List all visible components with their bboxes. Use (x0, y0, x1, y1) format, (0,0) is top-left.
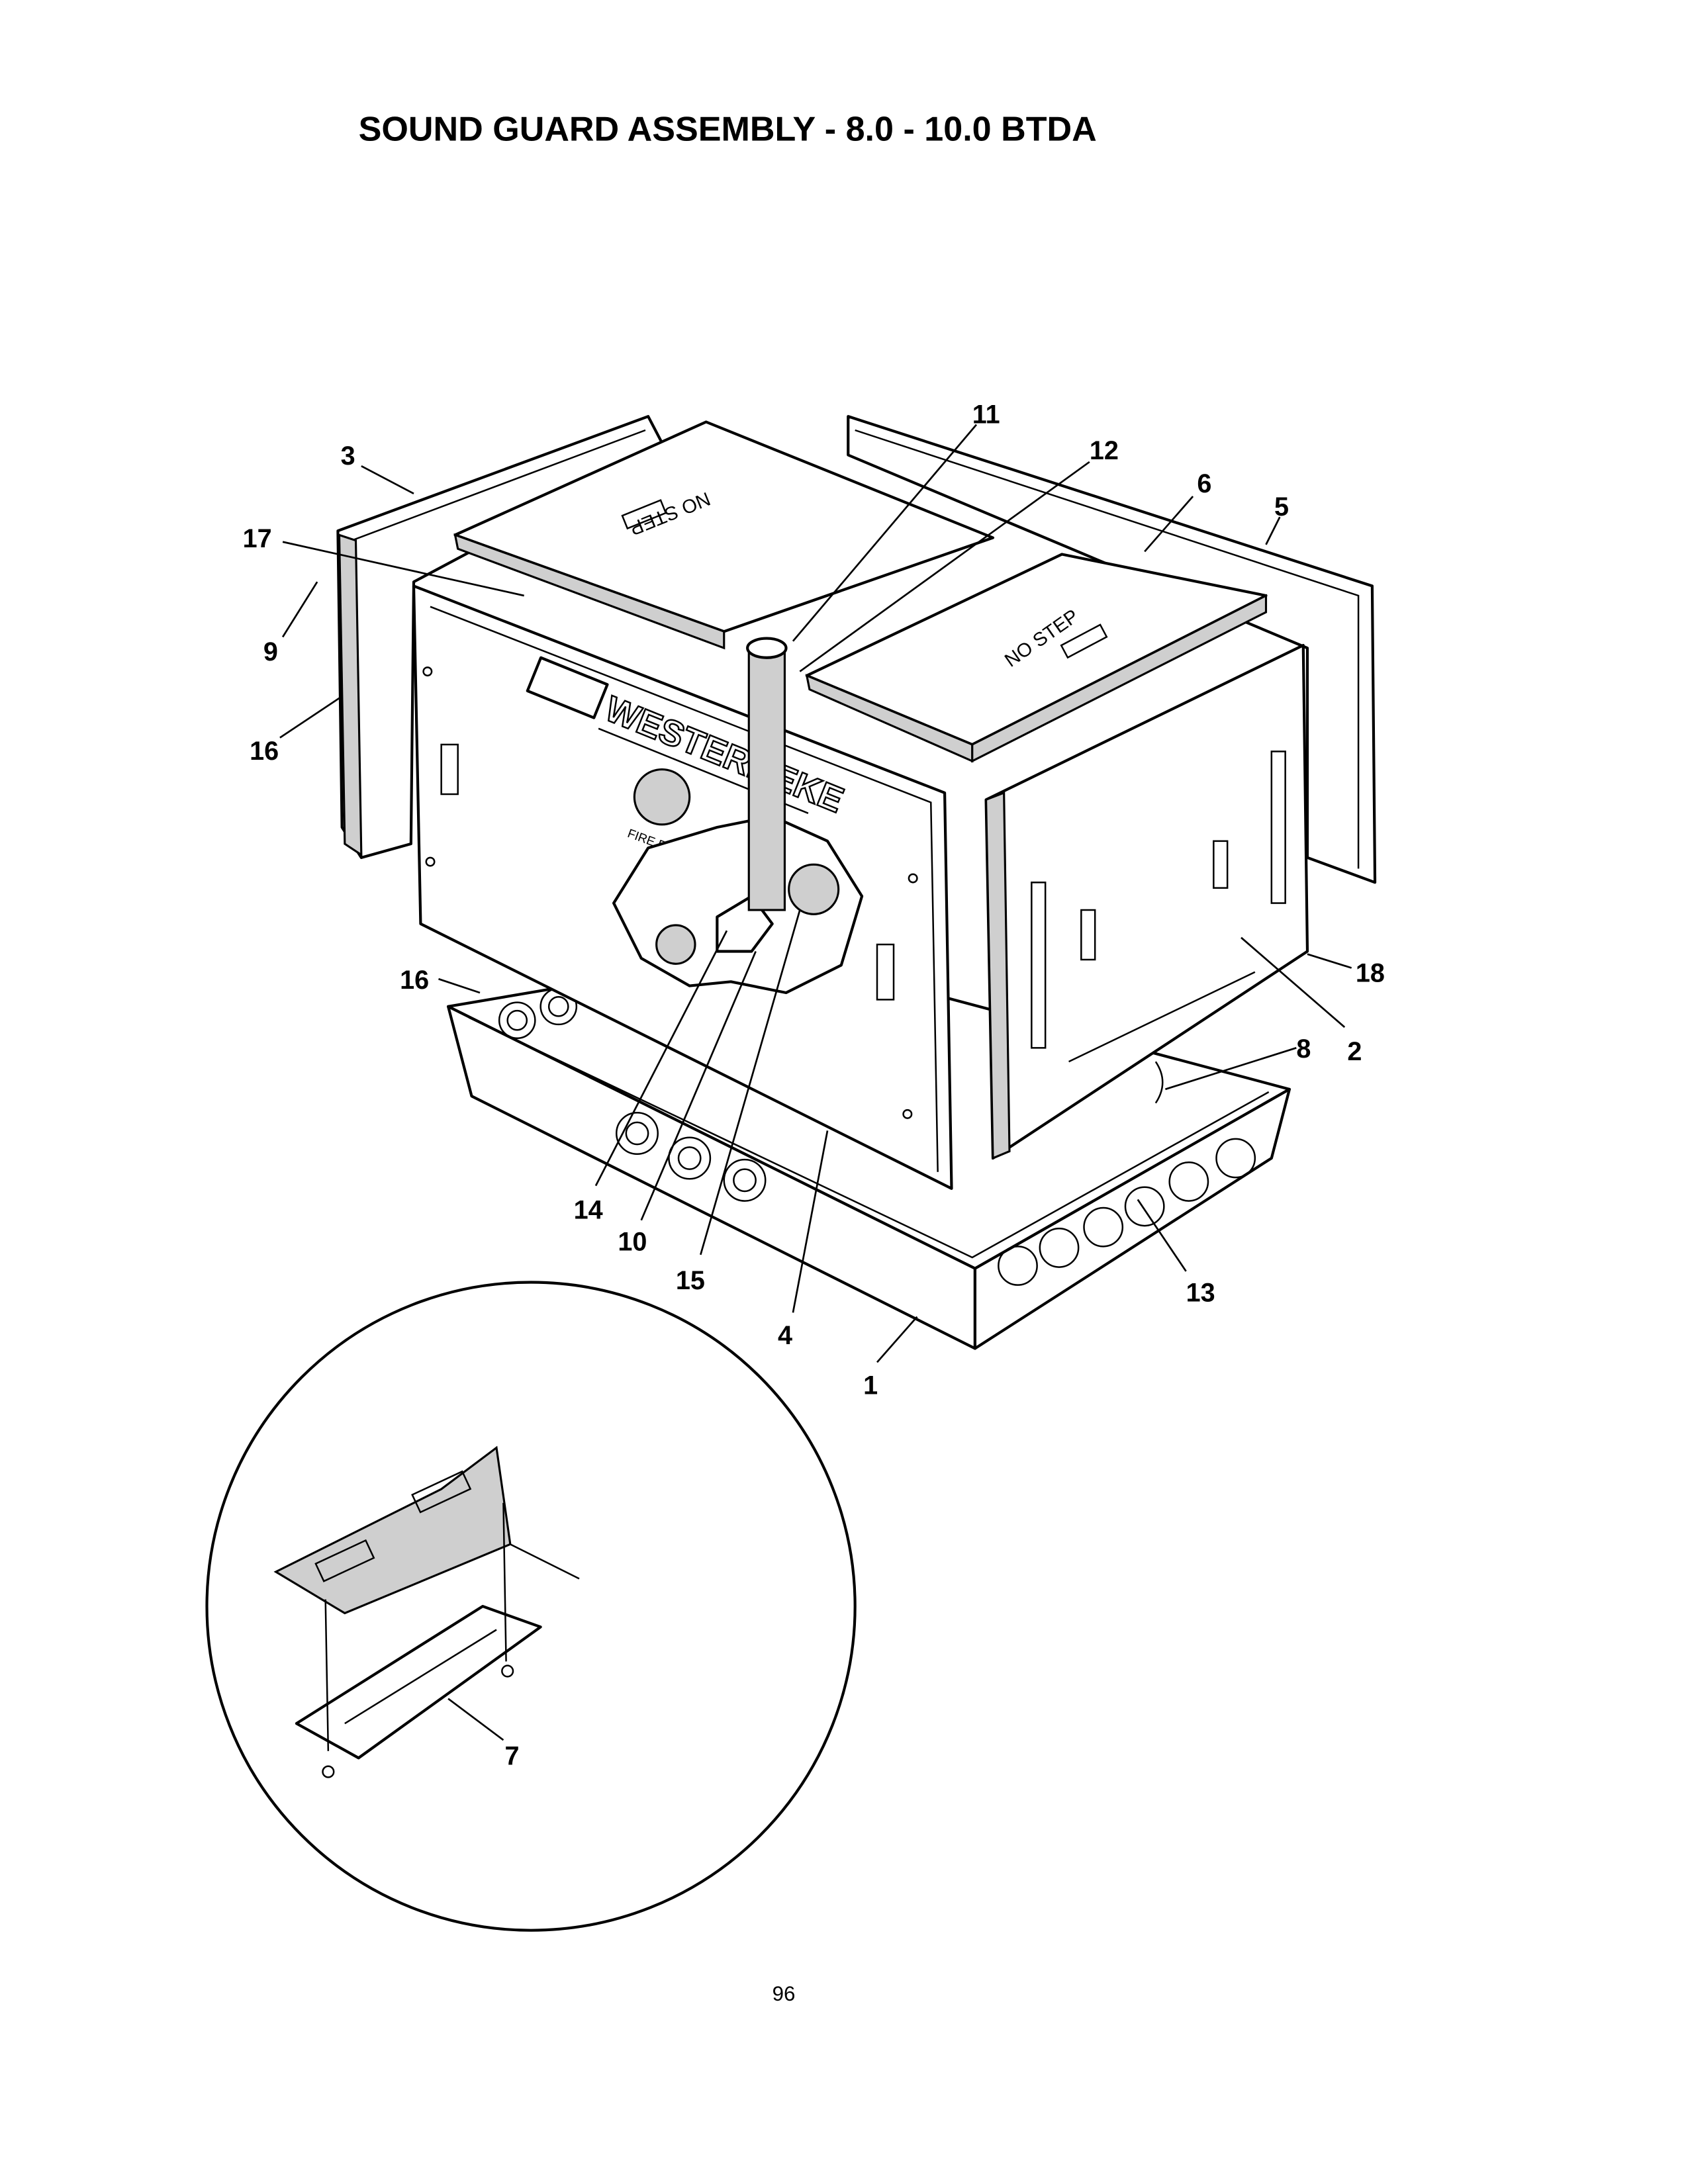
inset-detail-circle (205, 1281, 857, 1932)
page-number: 96 (773, 1982, 796, 2005)
callout-3: 3 (341, 441, 355, 471)
page-title: SOUND GUARD ASSEMBLY - 8.0 - 10.0 BTDA (359, 111, 1097, 149)
callout-17: 17 (243, 524, 272, 553)
callouts: 11 12 6 5 3 17 9 16 16 18 8 2 14 10 15 1… (243, 400, 1385, 1771)
callout-9: 9 (263, 637, 278, 666)
callout-14: 14 (574, 1196, 603, 1225)
callout-6: 6 (1197, 469, 1211, 498)
top-lid-right: NO STEP (805, 553, 1268, 763)
exhaust-pipe (746, 637, 788, 911)
callout-15: 15 (676, 1266, 705, 1295)
callout-10: 10 (618, 1228, 647, 1257)
callout-12: 12 (1090, 436, 1119, 465)
callout-16-lower: 16 (400, 966, 429, 995)
back-left-panel (336, 415, 667, 859)
callout-7: 7 (505, 1742, 520, 1771)
grommets (498, 987, 1256, 1286)
leader-lines (279, 424, 1352, 1741)
callout-13: 13 (1186, 1279, 1215, 1308)
callout-18: 18 (1356, 958, 1385, 987)
top-lid-left: NO STEP (453, 420, 995, 650)
callout-11: 11 (972, 400, 1000, 430)
callout-8: 8 (1296, 1034, 1311, 1064)
callout-1: 1 (863, 1371, 878, 1400)
right-side-panel (984, 643, 1309, 1160)
callout-2: 2 (1347, 1037, 1362, 1066)
callout-5: 5 (1274, 492, 1289, 522)
callout-16-upper: 16 (250, 737, 279, 766)
callout-4: 4 (778, 1321, 792, 1350)
